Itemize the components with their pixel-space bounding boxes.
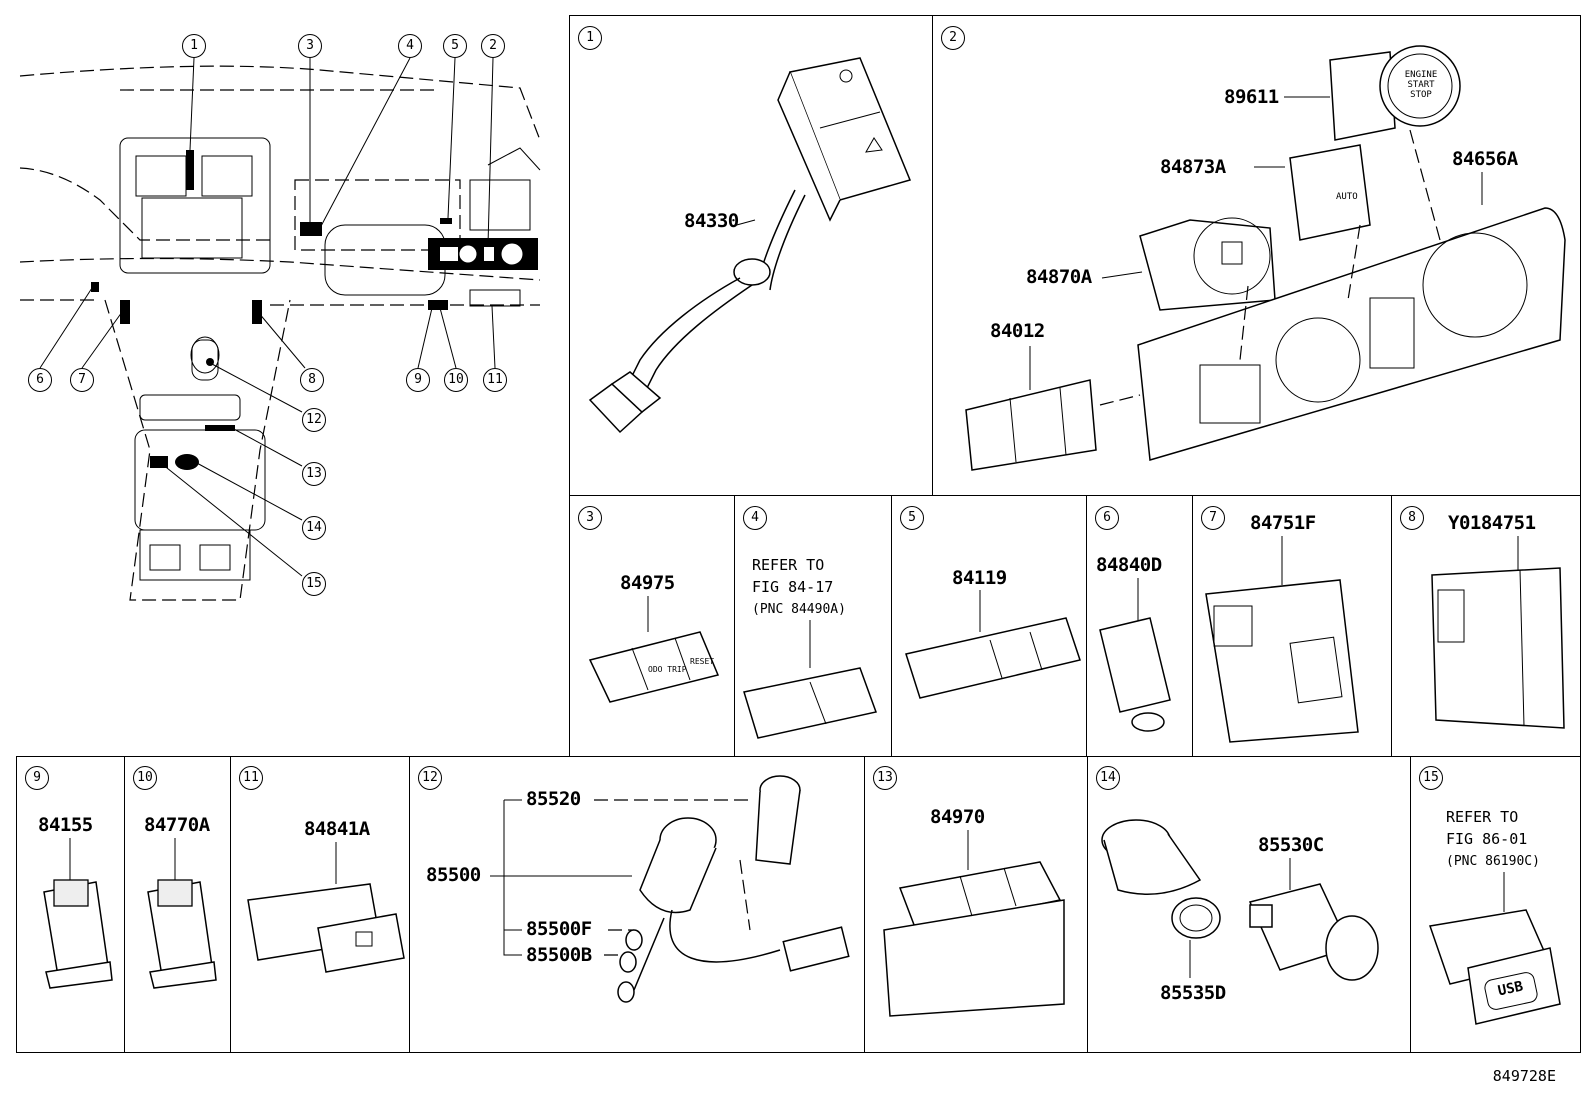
power-outlet-svg — [1101, 819, 1379, 981]
switch-panel-assembly-svg — [965, 45, 1566, 471]
part-number-84975: 84975 — [620, 572, 675, 594]
overview-callout-7: 7 — [70, 368, 94, 392]
steering-switch-svg — [905, 590, 1081, 699]
overview-callout-4: 4 — [398, 34, 422, 58]
part-number-84873A: 84873A — [1160, 156, 1226, 178]
part-number-84770A: 84770A — [144, 814, 210, 836]
overview-callout-2: 2 — [481, 34, 505, 58]
overview-callout-6: 6 — [28, 368, 52, 392]
switch-9-svg — [43, 838, 113, 989]
usb-port-svg — [1429, 872, 1561, 1025]
part-number-85500B: 85500B — [526, 944, 592, 966]
panel-14 — [1087, 756, 1411, 1053]
part-number-84119: 84119 — [952, 567, 1007, 589]
panel-15-number: 15 — [1419, 766, 1443, 790]
part-number-84155: 84155 — [38, 814, 93, 836]
refer-line-3: (PNC 86190C) — [1446, 854, 1540, 869]
part-number-84970: 84970 — [930, 806, 985, 828]
part-number-85500: 85500 — [426, 864, 481, 886]
overview-callout-13: 13 — [302, 462, 326, 486]
dimmer-switch-svg — [1205, 536, 1359, 743]
overview-callout-9: 9 — [406, 368, 430, 392]
refer-line-2: FIG 86-01 — [1446, 830, 1528, 848]
part-number-84656A: 84656A — [1452, 148, 1518, 170]
part-number-85530C: 85530C — [1258, 834, 1324, 856]
start-stop-label: ENGINE START STOP — [1404, 70, 1438, 100]
part-number-84870A: 84870A — [1026, 266, 1092, 288]
panel-10-number: 10 — [133, 766, 157, 790]
panel-11-number: 11 — [239, 766, 263, 790]
part-number-84841A: 84841A — [304, 818, 370, 840]
panel-15 — [1410, 756, 1581, 1053]
part-number-85520: 85520 — [526, 788, 581, 810]
overview-callout-8: 8 — [300, 368, 324, 392]
overview-callout-11: 11 — [483, 368, 507, 392]
part-number-84330: 84330 — [684, 210, 739, 232]
overview-callout-14: 14 — [302, 516, 326, 540]
part-number-Y0184751: Y0184751 — [1448, 512, 1536, 534]
overview-callout-1: 1 — [182, 34, 206, 58]
part-number-89611: 89611 — [1224, 86, 1279, 108]
panel-4-number: 4 — [743, 506, 767, 530]
hazard-switch-assembly-svg — [588, 57, 912, 434]
cigarette-lighter-svg — [490, 775, 850, 1003]
switch-10-svg — [147, 838, 217, 989]
dashboard-overview-svg — [19, 57, 541, 601]
overview-callout-12: 12 — [302, 408, 326, 432]
panel-switch-8-svg — [1431, 536, 1565, 729]
panel-6-number: 6 — [1095, 506, 1119, 530]
refer-line-3: (PNC 84490A) — [752, 602, 846, 617]
odo-trip-label: ODO TRIP — [648, 665, 687, 674]
refer-line-1: REFER TO — [752, 556, 825, 574]
refer-line-1: REFER TO — [1446, 808, 1519, 826]
auto-label: AUTO — [1336, 192, 1358, 202]
overview-callout-15: 15 — [302, 572, 326, 596]
panel-3 — [569, 495, 735, 757]
panel-7-number: 7 — [1201, 506, 1225, 530]
panel-12-number: 12 — [418, 766, 442, 790]
panel-1-number: 1 — [578, 26, 602, 50]
part-number-84751F: 84751F — [1250, 512, 1316, 534]
fuel-door-switch-svg — [247, 842, 405, 973]
panel-13-number: 13 — [873, 766, 897, 790]
part-number-84840D: 84840D — [1096, 554, 1162, 576]
part-number-84012: 84012 — [990, 320, 1045, 342]
panel-14-number: 14 — [1096, 766, 1120, 790]
small-switch-6-svg — [1099, 578, 1171, 732]
panel-3-number: 3 — [578, 506, 602, 530]
odo-trip-switch-svg — [588, 596, 720, 703]
overview-callout-5: 5 — [443, 34, 467, 58]
panel-9-number: 9 — [25, 766, 49, 790]
part-number-85500F: 85500F — [526, 918, 592, 940]
part-number-85535D: 85535D — [1160, 982, 1226, 1004]
seat-switch-svg — [883, 830, 1065, 1017]
panel-5-number: 5 — [900, 506, 924, 530]
panel-8-number: 8 — [1400, 506, 1424, 530]
parking-switch-svg — [743, 620, 877, 739]
reset-label: RESET — [690, 657, 715, 666]
overview-callout-10: 10 — [444, 368, 468, 392]
refer-line-2: FIG 84-17 — [752, 578, 834, 596]
drawing-code: 849728E — [1492, 1067, 1556, 1085]
overview-callout-3: 3 — [298, 34, 322, 58]
panel-2-number: 2 — [941, 26, 965, 50]
